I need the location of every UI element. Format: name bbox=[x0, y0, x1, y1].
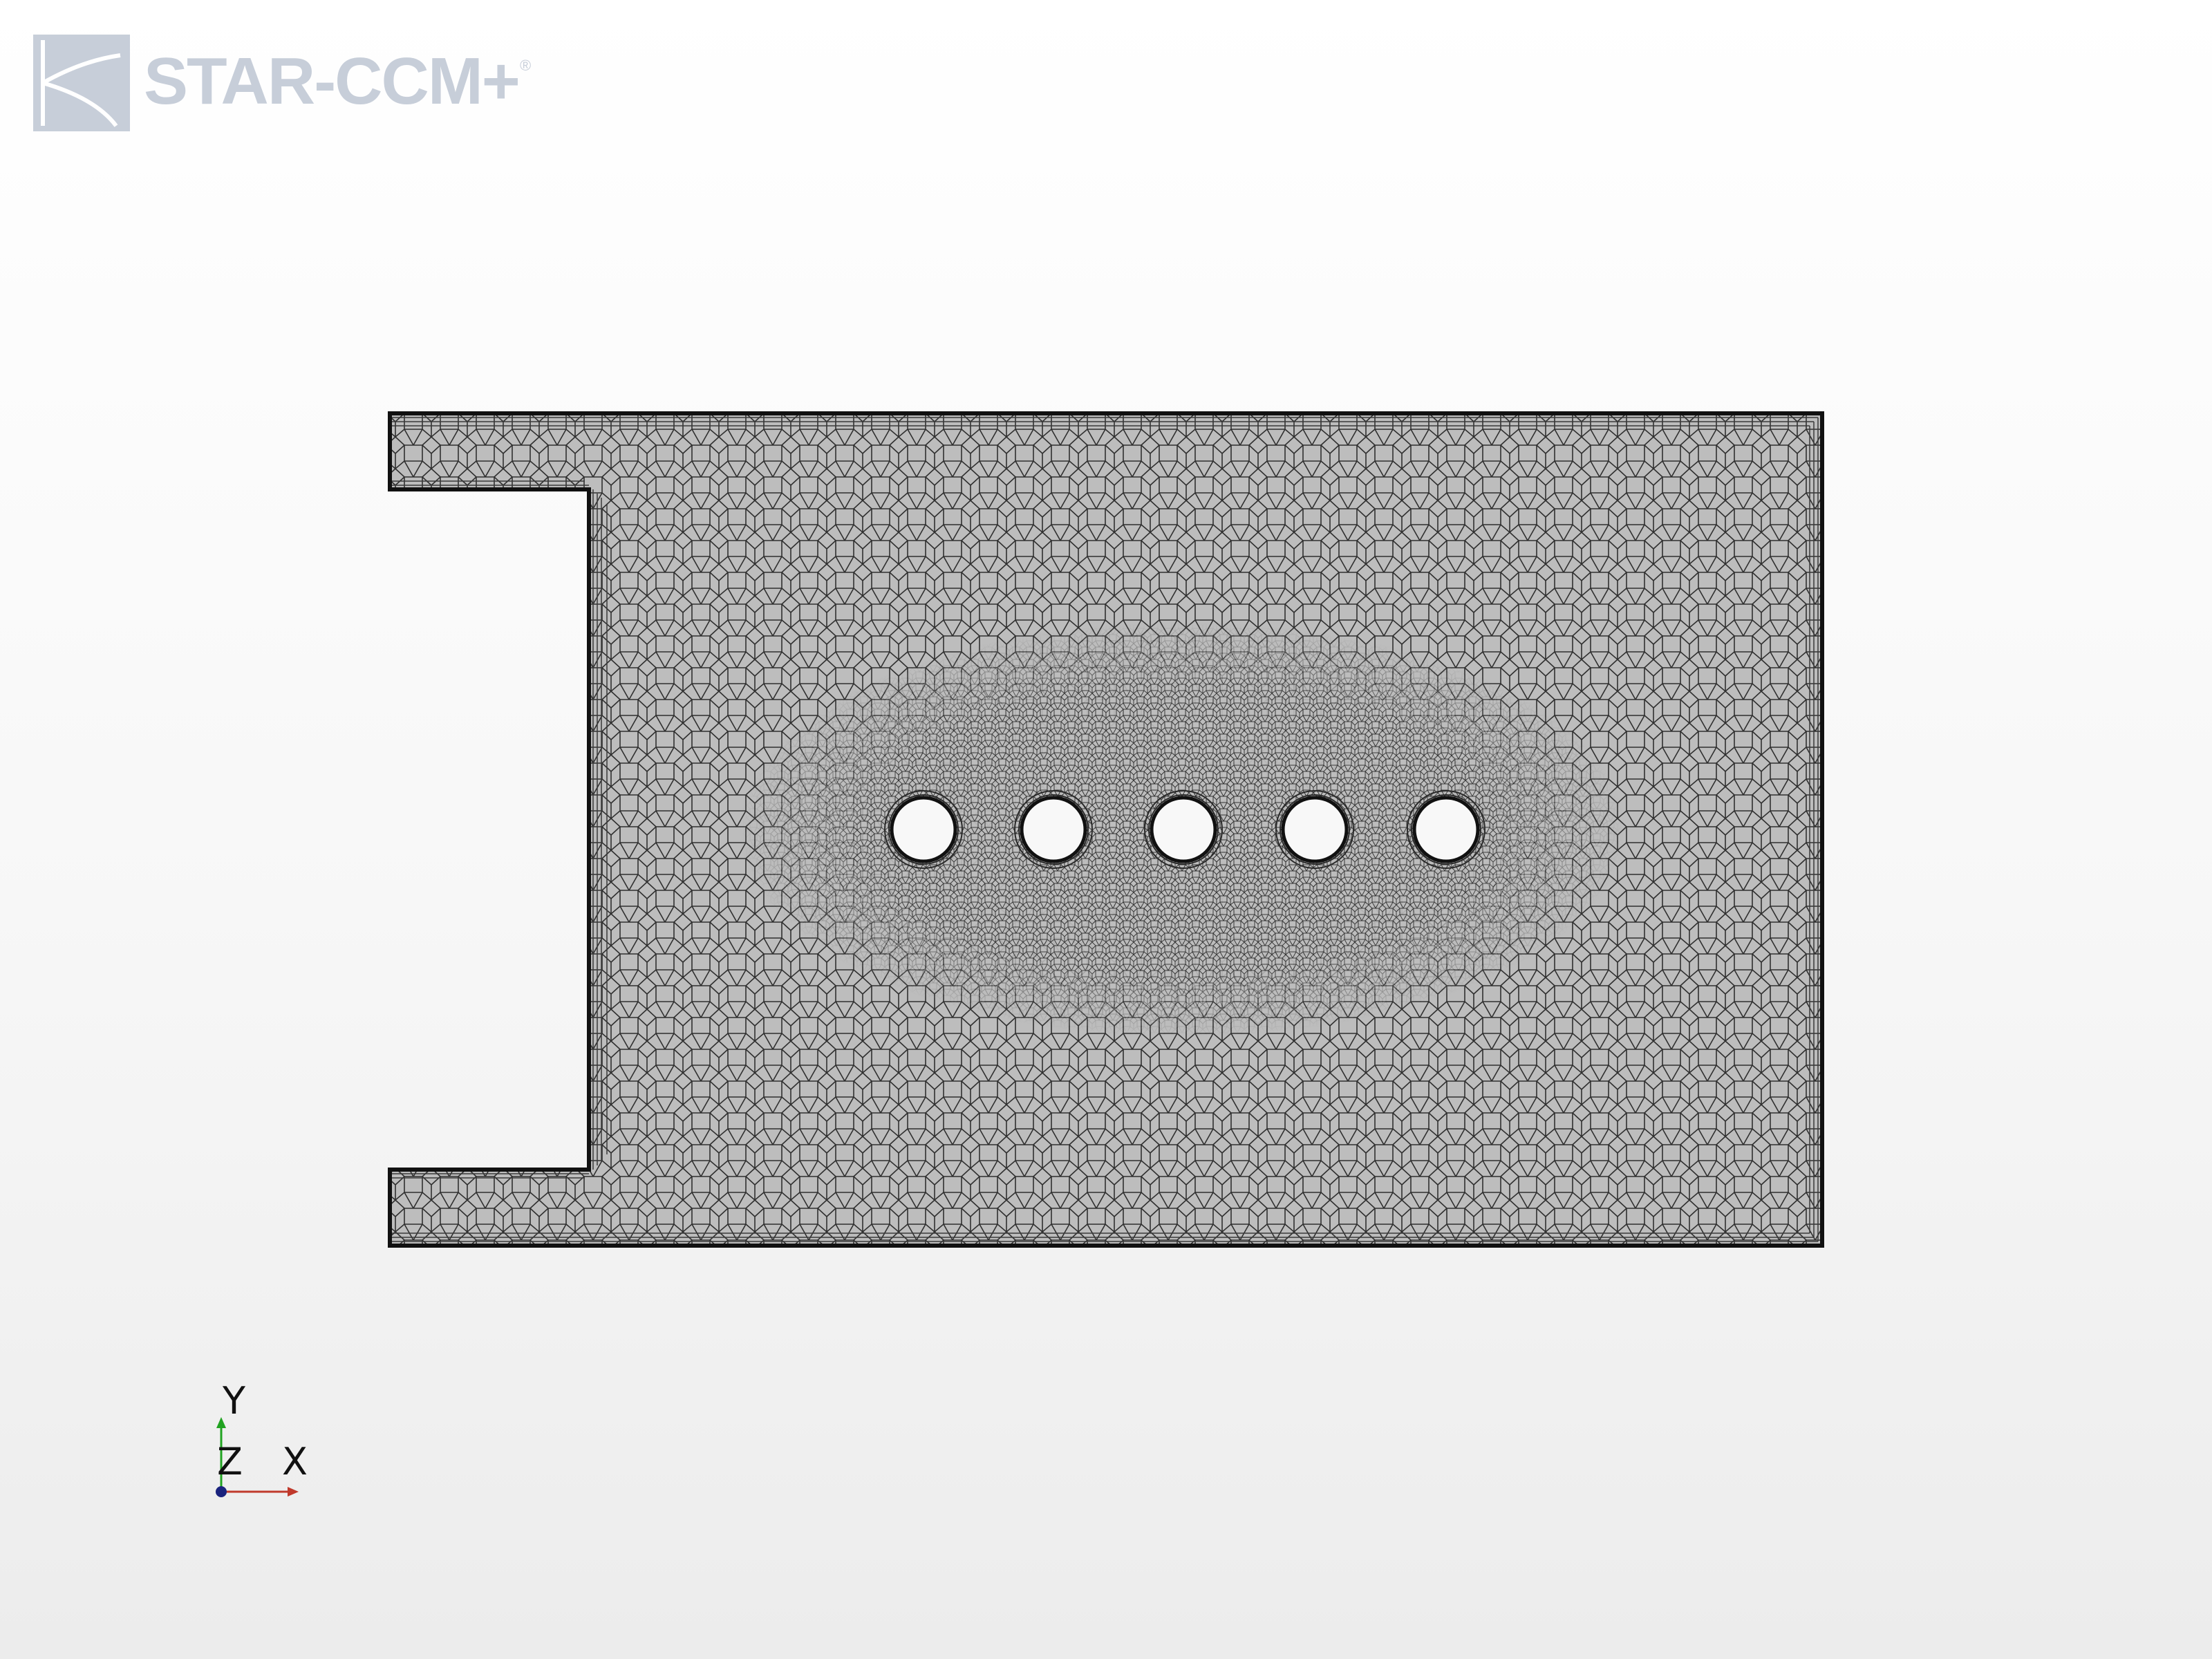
cylinder-3[interactable] bbox=[1144, 790, 1223, 869]
cylinder-1[interactable] bbox=[884, 790, 963, 869]
cylinder-4[interactable] bbox=[1275, 790, 1354, 869]
cylinder-5[interactable] bbox=[1407, 790, 1485, 869]
y-axis-label: Y bbox=[223, 1379, 245, 1423]
star-ccm-logo-icon bbox=[33, 35, 130, 131]
fluid-domain bbox=[390, 413, 1822, 1246]
x-axis-arrow-icon bbox=[288, 1487, 299, 1497]
cylinder-2[interactable] bbox=[1014, 790, 1093, 869]
prism-layers bbox=[390, 417, 1819, 1242]
star-ccm-logo: STAR-CCM+ ® bbox=[33, 35, 559, 138]
product-name: STAR-CCM+ bbox=[144, 44, 521, 118]
triad-axes-icon bbox=[216, 1417, 299, 1497]
coordinate-triad: Y Z X bbox=[200, 1382, 325, 1507]
cylinder-row bbox=[884, 790, 1485, 869]
z-axis-label: Z bbox=[217, 1440, 243, 1483]
x-axis-label: X bbox=[282, 1440, 308, 1483]
y-axis-arrow-icon bbox=[216, 1417, 226, 1428]
domain-boundary bbox=[388, 411, 1824, 1248]
registered-mark: ® bbox=[520, 57, 532, 74]
z-axis-dot-icon bbox=[216, 1486, 227, 1497]
